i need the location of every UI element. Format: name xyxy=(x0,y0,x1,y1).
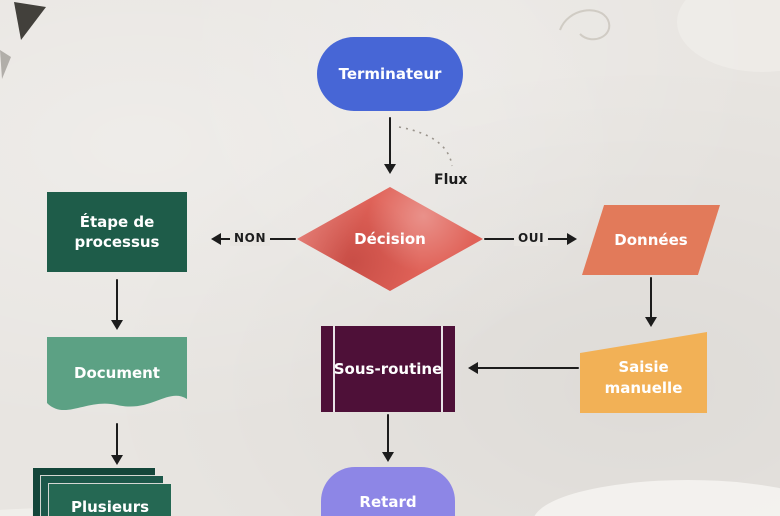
arrowhead-down-multidoc xyxy=(111,455,123,465)
node-decision: Décision xyxy=(297,187,483,291)
light-patch-bottom-right xyxy=(534,480,780,516)
manual-input-label: Saisie manuelle xyxy=(604,358,683,397)
node-subroutine: Sous-routine xyxy=(321,326,455,412)
node-multiple-documents: Plusieurs xyxy=(33,468,175,516)
edge-mark-decoration xyxy=(0,50,11,79)
node-manual-input: Saisie manuelle xyxy=(580,332,707,413)
arrowhead-left-process xyxy=(211,233,221,245)
decision-label: Décision xyxy=(354,229,426,248)
node-delay: Retard xyxy=(321,467,455,516)
edge-label-non: NON xyxy=(230,230,271,246)
arrowhead-down-delay xyxy=(382,452,394,462)
delay-label: Retard xyxy=(359,493,417,511)
arrowhead-down-document xyxy=(111,320,123,330)
document-label: Document xyxy=(74,363,160,382)
arrowhead-down-manual-input xyxy=(645,317,657,327)
multidoc-front-sheet: Plusieurs xyxy=(49,484,171,516)
flux-callout-dotted-curve xyxy=(398,126,453,167)
process-step-label: Étape de processus xyxy=(74,212,160,251)
node-process-step: Étape de processus xyxy=(47,192,187,272)
subroutine-label: Sous-routine xyxy=(333,359,443,378)
swirl-doodle-decoration xyxy=(559,9,611,41)
terminator-label: Terminateur xyxy=(338,64,442,83)
light-patch-top-right xyxy=(677,0,780,72)
document-shape xyxy=(47,337,187,411)
data-label: Données xyxy=(614,230,688,249)
node-document: Document xyxy=(47,337,187,421)
arrowhead-right-data xyxy=(567,233,577,245)
arrowhead-down-decision xyxy=(384,164,396,174)
multiple-documents-label: Plusieurs xyxy=(70,498,150,516)
corner-triangle-decoration xyxy=(14,2,46,40)
node-data: Données xyxy=(582,205,720,275)
edge-label-flux: Flux xyxy=(434,172,468,188)
edge-label-oui: OUI xyxy=(514,230,549,246)
node-terminator: Terminateur xyxy=(317,37,463,111)
arrowhead-left-subroutine xyxy=(468,362,478,374)
